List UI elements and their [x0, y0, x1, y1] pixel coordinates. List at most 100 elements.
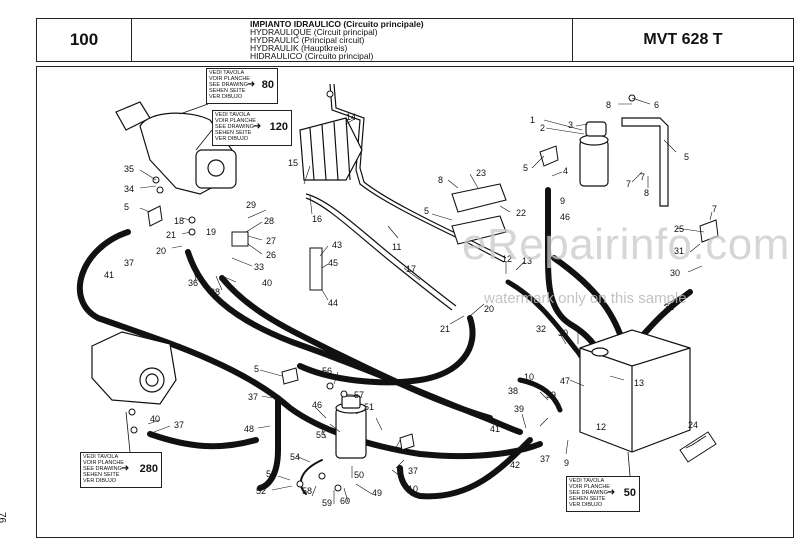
callout: 13	[634, 378, 644, 388]
callout: 13	[522, 256, 532, 266]
callout: 5	[124, 202, 129, 212]
callout: 21	[166, 230, 176, 240]
ref-line: VER DIBUJO	[569, 502, 603, 508]
callout: 55	[316, 430, 326, 440]
bracket-6	[621, 117, 669, 207]
callout: 9	[564, 458, 569, 468]
callout: 19	[206, 227, 216, 237]
callout: 56	[322, 366, 332, 376]
callout: 8	[644, 188, 649, 198]
brake-valve-block	[91, 331, 177, 405]
callout: 5	[424, 206, 429, 216]
callout: 37	[124, 258, 134, 268]
callout: 40	[262, 278, 272, 288]
callout: 60	[340, 496, 350, 506]
hose-40	[219, 275, 493, 421]
hose-20	[297, 315, 476, 386]
control-valve	[299, 117, 363, 181]
callout: 27	[266, 236, 276, 246]
ref-number: 120	[269, 121, 288, 133]
callout: 37	[540, 454, 550, 464]
callout: 6	[654, 100, 659, 110]
callout: 48	[244, 424, 254, 434]
watermark-sub: watermark only on this sample	[484, 290, 687, 307]
drawing-frame	[36, 66, 794, 538]
title-line-en: HYDRAULIC (Principal circuit)	[250, 35, 365, 45]
callout: 7	[640, 172, 645, 182]
hose-41	[77, 229, 543, 460]
hose-37	[147, 431, 259, 450]
callout: 32	[664, 302, 674, 312]
pipe-17	[305, 193, 457, 307]
see-drawing-120[interactable]: VEDI TAVOLA VOIR PLANCHE SEE DRAWING SEH…	[212, 110, 292, 146]
callout: 43	[332, 240, 342, 250]
ref-line: VEDI TAVOLA	[569, 478, 605, 484]
callout: 37	[248, 392, 258, 402]
page-number-cell: 100	[36, 18, 132, 62]
callout: 1	[530, 115, 535, 125]
strainer-24	[679, 431, 717, 463]
callout: 50	[354, 470, 364, 480]
callout: 42	[510, 460, 520, 470]
callout: 22	[516, 208, 526, 218]
callout: 53	[266, 469, 276, 479]
callout: 5	[684, 152, 689, 162]
callout: 12	[596, 422, 606, 432]
callout: 38	[508, 386, 518, 396]
ref-line: SEE DRAWING	[83, 466, 122, 472]
callout: 46	[312, 400, 322, 410]
pipe-17-b	[305, 197, 453, 311]
see-drawing-80[interactable]: VEDI TAVOLA VOIR PLANCHE SEE DRAWING SEH…	[206, 68, 278, 104]
callout: 33	[254, 262, 264, 272]
callout: 7	[626, 179, 631, 189]
see-drawing-50[interactable]: VEDI TAVOLA VOIR PLANCHE SEE DRAWING SEH…	[566, 476, 640, 512]
callout: 5	[254, 364, 259, 374]
callout: 58	[302, 486, 312, 496]
callout: 2	[540, 123, 545, 133]
ref-line: SEHEN SEITE	[569, 496, 606, 502]
ref-line: VOIR PLANCHE	[209, 76, 250, 82]
arrow-right-icon: ➜	[607, 487, 616, 498]
callout: 35	[124, 164, 134, 174]
callout: 51	[364, 402, 374, 412]
callout: 39	[546, 390, 556, 400]
callout: 41	[104, 270, 114, 280]
ref-line: VOIR PLANCHE	[569, 484, 610, 490]
title-line-fr: HYDRAULIQUE (Circuit principal)	[250, 27, 378, 37]
callout: 10	[408, 484, 418, 494]
ref-number: 280	[139, 463, 158, 475]
arrow-right-icon: ➜	[121, 463, 130, 474]
ref-line: SEHEN SEITE	[215, 130, 252, 136]
title-cell: IMPIANTO IDRAULICO (Circuito principale)…	[131, 18, 573, 62]
return-filter	[335, 395, 367, 459]
callout: 18	[174, 216, 184, 226]
callout: 38	[210, 287, 220, 297]
callout: 11	[392, 242, 401, 252]
callout: 45	[328, 258, 338, 268]
see-drawing-280[interactable]: VEDI TAVOLA VOIR PLANCHE SEE DRAWING SEH…	[80, 452, 162, 488]
callout: 20	[156, 246, 166, 256]
callout: 21	[440, 324, 450, 334]
callout: 5	[523, 163, 528, 173]
ref-line: VER DIBUJO	[83, 478, 117, 484]
hose-47	[257, 395, 281, 491]
leader-lines	[139, 97, 713, 504]
callout: 9	[560, 196, 565, 206]
callout: 37	[174, 420, 184, 430]
callout: 29	[246, 200, 256, 210]
title-line-it: IMPIANTO IDRAULICO (Circuito principale)	[250, 19, 424, 29]
ref-line: SEE DRAWING	[569, 490, 608, 496]
callout: 30	[558, 328, 568, 338]
callout: 17	[406, 264, 416, 274]
callout: 37	[408, 466, 418, 476]
page-number: 100	[69, 30, 99, 49]
callout: 54	[290, 452, 300, 462]
callout: 40	[150, 414, 160, 424]
callout: 14	[346, 112, 356, 122]
ref-line: VEDI TAVOLA	[83, 454, 119, 460]
callout: 31	[674, 246, 684, 256]
callout-labels: 1 2 3 4 5 5 6 7 7 8 8 8 9 9 10 10 11 12 …	[104, 100, 717, 508]
callout: 32	[536, 324, 546, 334]
reference-pointers	[125, 103, 631, 477]
